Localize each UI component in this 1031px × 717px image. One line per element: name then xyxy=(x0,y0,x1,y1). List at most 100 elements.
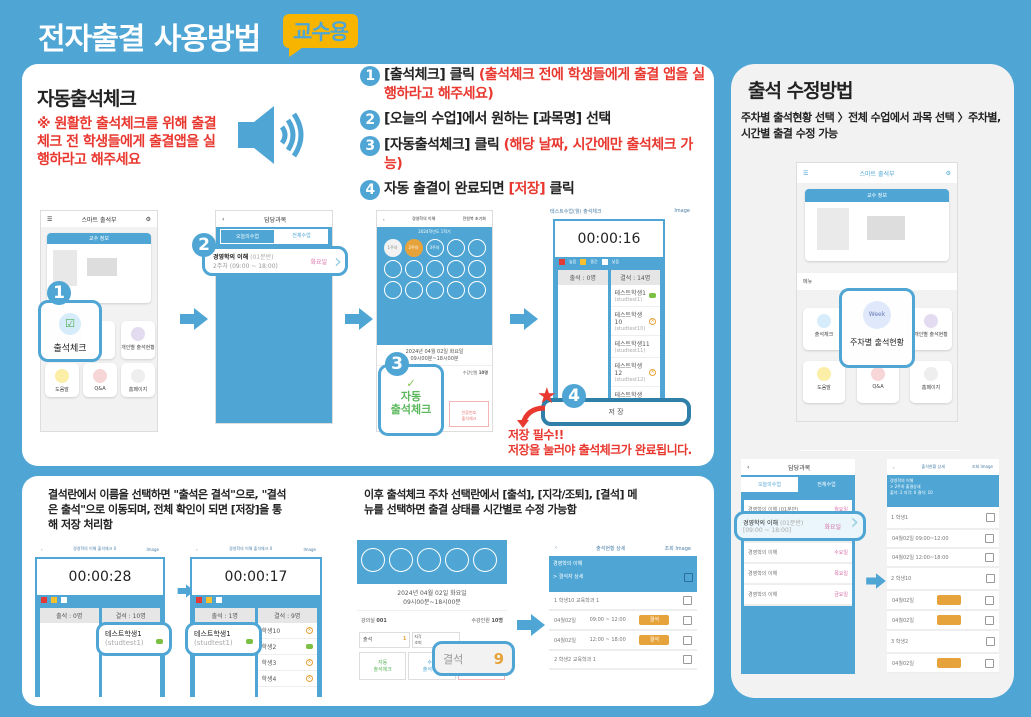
week-circle[interactable]: 2주차 xyxy=(404,239,423,257)
auto-check-button[interactable]: 자동 출석체크 xyxy=(359,652,407,680)
screen-title: 담당과목 xyxy=(264,216,287,224)
speaker-icon xyxy=(238,106,304,164)
step-marker: 3 xyxy=(385,352,409,376)
course-week: 2주차 (09:00 ~ 18:00) xyxy=(213,263,278,270)
step-text: [자동출석체크] 클릭 xyxy=(384,137,504,153)
clipboard-check-icon: ☑ xyxy=(59,313,81,335)
course-day: 화요일 xyxy=(310,259,327,266)
step-list: 1[출석체크] 클릭 (출석체크 전에 학생들에게 출결 앱을 실행하라고 해주… xyxy=(360,66,710,206)
auth-check-button[interactable]: 인증번호 출석체크 xyxy=(449,401,489,427)
absent-icon: × xyxy=(649,368,656,376)
student-item[interactable]: 테스트학생1(studtest1) xyxy=(610,285,660,307)
week-circle[interactable]: 3주차 xyxy=(425,239,444,257)
arrow-right-icon xyxy=(517,614,545,636)
auto-check-button[interactable]: ✓자동 출석체크 xyxy=(378,364,444,436)
course-item-tuesday[interactable]: 경영학의 이해 (01분반)[09:00 ~ 18:00]화요일› xyxy=(734,510,866,541)
enrolled-count: 10명 xyxy=(478,370,488,375)
back-icon[interactable]: ‹ xyxy=(893,464,895,470)
course-list-screen: ‹ 담당과목 오늘의수업 전체수업 xyxy=(215,210,333,424)
image-link[interactable]: Image xyxy=(303,546,316,552)
save-warning: 저장 필수!!저장을 눌러야 출석체크가 완료됩니다. xyxy=(508,428,692,457)
edit-home-screen: ☰스마트 출석부⚙ 교수 정보 메뉴 출석체크 개인별 출석현황 도움말 Q&A… xyxy=(796,162,958,422)
course-name: 경영학의 이해 xyxy=(213,254,249,261)
reset-button[interactable]: 전원복 초기화 xyxy=(462,216,486,221)
absent-header: 결석 : 9명 xyxy=(257,608,317,623)
menu-icon[interactable]: ☰ xyxy=(47,215,53,223)
step-text: 클릭 xyxy=(545,181,575,197)
week-circle[interactable]: 1주차 xyxy=(383,239,402,257)
arrow-right-icon xyxy=(510,308,538,330)
prof-info-header: 교수 정보 xyxy=(47,233,151,244)
edit-title: 출석 수정방법 xyxy=(748,80,853,102)
tab-today[interactable]: 오늘의수업 xyxy=(741,477,798,492)
back-icon[interactable]: ‹ xyxy=(747,463,750,471)
tab-all[interactable]: 전체수업 xyxy=(817,482,836,488)
menu-icon[interactable]: ☰ xyxy=(803,169,809,177)
attendance-check-menu[interactable]: ☑ 출석체크 xyxy=(38,300,102,362)
moved-student[interactable]: 테스트학생1(studtest1) xyxy=(185,622,262,656)
gear-icon[interactable]: ⚙ xyxy=(145,215,151,223)
back-icon[interactable]: ‹ xyxy=(41,546,43,552)
back-icon[interactable]: ‹ xyxy=(555,545,557,551)
curved-arrow-icon xyxy=(517,405,546,428)
student-item[interactable]: 테스트학생10(studtest10)× xyxy=(610,307,660,336)
star-icon: ★ xyxy=(537,384,557,409)
image-link[interactable]: Image xyxy=(674,208,690,214)
step-marker: 2 xyxy=(192,233,216,257)
avatar xyxy=(53,250,77,286)
gear-icon[interactable]: ⚙ xyxy=(945,169,951,177)
absent-button[interactable]: 결석 xyxy=(639,615,670,625)
present-header: 출석 : 1명 xyxy=(195,608,255,623)
student-item[interactable]: 테스트학생12(studtest12)× xyxy=(610,358,660,387)
arrow-right-icon xyxy=(180,308,208,330)
edit-course-list: ‹담당과목 오늘의수업 전체수업 경영학의 이해 (01분반)월요일 경영학의 … xyxy=(741,459,855,674)
back-icon[interactable]: ‹ xyxy=(222,215,225,223)
row-checkbox[interactable] xyxy=(683,596,692,605)
row-checkbox[interactable] xyxy=(683,655,692,664)
absent-change-desc: 결석란에서 이름을 선택하면 "출석은 결석"으로, "결석은 출석"으로 이동… xyxy=(48,488,287,531)
menu-label: 홈페이지 xyxy=(128,387,148,393)
tab-today[interactable]: 오늘의수업 xyxy=(220,229,275,244)
time-label: 09시00분~18시00분 xyxy=(403,599,461,606)
chevron-right-icon: › xyxy=(334,249,342,273)
step-number: 2 xyxy=(360,110,380,130)
image-link[interactable]: Image xyxy=(146,546,159,552)
arrow-right-icon xyxy=(345,308,373,330)
page-title: 전자출결 사용방법 xyxy=(38,22,261,57)
step-marker: 4 xyxy=(562,384,586,408)
professor-badge: 교수용 xyxy=(283,14,358,57)
course-item[interactable]: 경영학의 이해 (01분반) 2주차 (09:00 ~ 18:00) 화요일 › xyxy=(202,246,348,276)
tab-all[interactable]: 전체수업 xyxy=(275,229,328,244)
image-link[interactable]: Image xyxy=(675,545,691,552)
week-grid: 1주차 2주차 3주차 xyxy=(381,239,488,299)
student-item[interactable]: 테스트학생11(studtest11) xyxy=(610,336,660,358)
check-icon: ✓ xyxy=(406,377,416,390)
step-3: 3[자동출석체크] 클릭 (해당 날짜, 시간에만 출석체크 가능) xyxy=(360,136,710,174)
back-icon[interactable]: ‹ xyxy=(196,546,198,552)
timer: 00:00:17 xyxy=(192,559,320,595)
step-number: 4 xyxy=(360,180,380,200)
absent-button[interactable]: 결석 xyxy=(639,635,670,645)
step-note: (출석체크 전에 학생들에게 출결 앱을 실행하라고 해주세요) xyxy=(384,67,705,102)
step-marker: 1 xyxy=(47,281,71,305)
selected-student[interactable]: 테스트학생1(studtest1) xyxy=(96,622,172,656)
auto-check-title: 자동출석체크 xyxy=(37,88,137,110)
button-label: 자동 출석체크 xyxy=(390,390,432,416)
back-icon[interactable]: ‹ xyxy=(383,216,385,222)
edit-desc: 주차별 출석현황 선택 〉전체 수업에서 과목 선택 〉주차별, 시간별 출결 … xyxy=(741,111,1001,140)
row-checkbox[interactable] xyxy=(683,635,692,645)
search-button[interactable]: 조회 xyxy=(664,545,674,552)
row-checkbox[interactable] xyxy=(683,615,692,625)
step-text: [출석체크] 클릭 xyxy=(384,67,479,83)
